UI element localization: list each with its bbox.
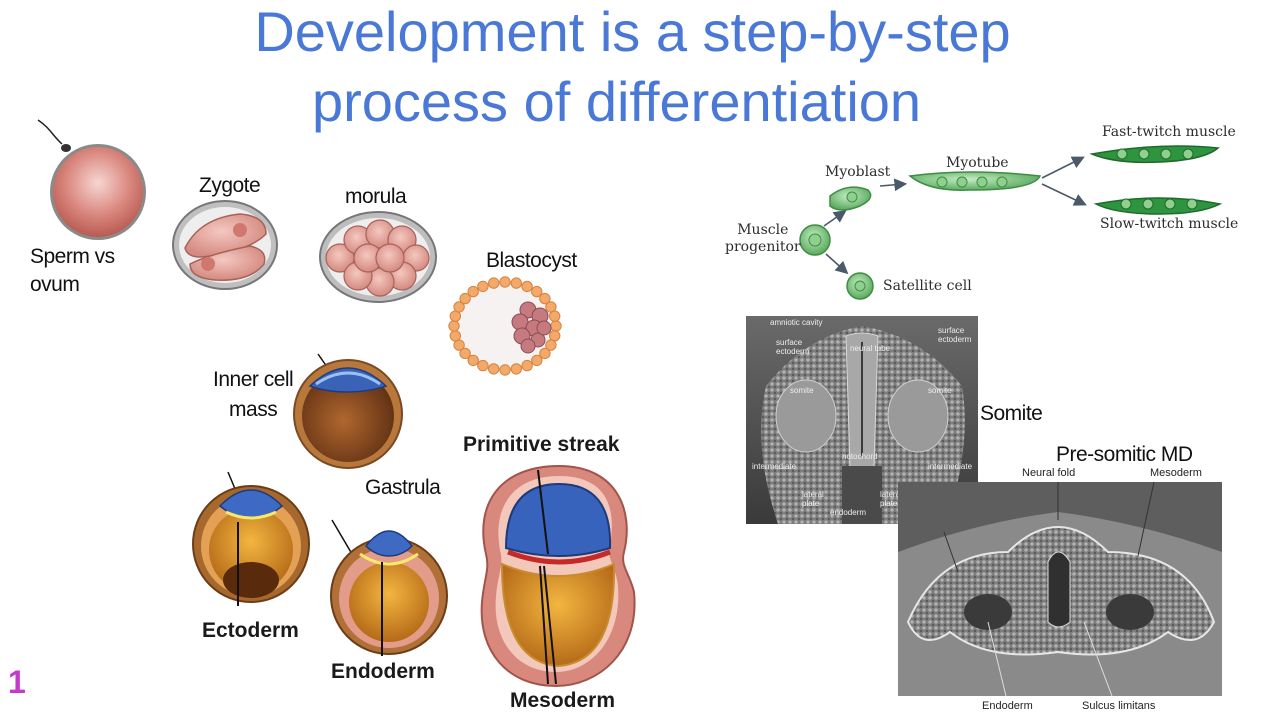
trophoblast-cell (499, 364, 511, 376)
trophoblast-cell (531, 285, 543, 298)
trophoblast-cell (510, 363, 523, 375)
trophoblast-cell (499, 276, 511, 288)
sem-intermediate-right: intermediate (928, 462, 973, 471)
trophoblast-cell (521, 359, 533, 372)
sem-surface-ectoderm-right: surface ectoderm (938, 326, 971, 344)
gastrula-middle-illustration (330, 519, 448, 656)
sem-neural-tube: neural tube (850, 344, 891, 353)
trophoblast-cell (467, 354, 479, 367)
sem-surface-ectoderm-left: surface ectoderm (776, 338, 809, 356)
trophoblast-cell (459, 292, 471, 305)
sperm-ovum-illustration (37, 119, 146, 240)
inner-cell-mass-illustration (293, 353, 403, 469)
trophoblast-cell (549, 310, 561, 322)
trophoblast-cell (521, 280, 533, 293)
trophoblast-cell (545, 339, 557, 351)
somite-micrograph (746, 316, 978, 524)
inner-cell-mass-label-line-1: Inner cell (213, 368, 294, 391)
sem-notochord: notochord (842, 452, 878, 461)
blastocyst-illustration (448, 276, 562, 376)
sem-surface-ectoderm-left-line-1: surface (776, 338, 803, 347)
mesoderm-label: Mesoderm (510, 689, 616, 712)
inner-cell-mass-label-line-2: mass (229, 398, 278, 421)
trophoblast-cell (531, 354, 543, 367)
sem-neural-fold: Neural fold (1022, 467, 1076, 479)
sem-surface-ectoderm-left-line-2: ectoderm (776, 347, 810, 356)
ectoderm-label: Ectoderm (202, 619, 299, 642)
sem-sulcus-limitans: Sulcus limitans (1082, 700, 1156, 712)
trophoblast-cell (539, 292, 551, 305)
slow-twitch-label: Slow-twitch muscle (1100, 216, 1239, 232)
slide-title-line-2: process of differentiation (311, 70, 922, 133)
sperm-ovum-label: Sperm vs ovum (30, 243, 115, 299)
sem-surface-ectoderm-right-line-2: ectoderm (938, 335, 972, 344)
fast-twitch-label: Fast-twitch muscle (1102, 124, 1236, 140)
gastrula-left-illustration (192, 471, 310, 606)
sem-lateral-plate-left: lateral plate (802, 490, 824, 508)
sem-lateral-plate-right-line-1: lateral (880, 490, 902, 499)
morula-label: morula (345, 185, 407, 208)
sem-amniotic-cavity: amniotic cavity (770, 318, 823, 327)
satellite-cell-label: Satellite cell (883, 278, 972, 294)
sem-lateral-plate-right: lateral plate (880, 490, 902, 508)
neural-fold-micrograph (898, 481, 1222, 697)
pre-somitic-md-callout: Pre-somitic MD (1056, 443, 1193, 466)
sem-lateral-plate-left-line-1: lateral (802, 490, 824, 499)
morula-illustration (319, 211, 437, 303)
sem-surface-ectoderm-right-line-1: surface (938, 326, 965, 335)
page-number: 1 (8, 664, 26, 700)
sem-lateral-plate-right-line-2: plate (880, 499, 898, 508)
inner-cell-mass-label: Inner cell mass (213, 365, 294, 425)
trophoblast-cell (449, 330, 461, 342)
trophoblast-cell (477, 280, 489, 293)
blastocyst-label: Blastocyst (486, 249, 577, 272)
zygote-illustration (172, 200, 278, 290)
trophoblast-cell (448, 320, 460, 332)
trophoblast-cell (488, 363, 500, 375)
trophoblast-cell (477, 359, 489, 372)
sem-somite-right: somite (928, 386, 952, 395)
sem-lateral-plate-left-line-2: plate (802, 499, 820, 508)
primitive-streak-illustration (480, 464, 636, 688)
gastrula-label: Gastrula (365, 476, 441, 499)
sem-somite-left: somite (790, 386, 814, 395)
sem-intermediate-left: intermediate (752, 462, 797, 471)
trophoblast-cell (550, 320, 562, 332)
trophoblast-cell (467, 285, 479, 298)
sem-endoderm-bottom: Endoderm (982, 700, 1033, 712)
muscle-progenitor-label-line-2: progenitor (725, 239, 801, 255)
slide-title-line-1: Development is a step-by-step (254, 0, 1011, 63)
sem-mesoderm: Mesoderm (1150, 467, 1202, 479)
myotube-label: Myotube (946, 155, 1009, 171)
primitive-streak-label: Primitive streak (463, 433, 620, 456)
muscle-lineage-diagram (799, 145, 1223, 300)
sperm-ovum-label-line-1: Sperm vs (30, 245, 115, 268)
myoblast-label: Myoblast (825, 164, 891, 180)
zygote-label: Zygote (199, 174, 261, 197)
trophoblast-cell (459, 347, 471, 360)
muscle-progenitor-label: Muscle progenitor (725, 222, 801, 256)
trophoblast-cell (488, 277, 500, 289)
trophoblast-cell (453, 301, 465, 313)
trophoblast-cell (539, 347, 551, 360)
sperm-ovum-label-line-2: ovum (30, 273, 80, 296)
sem-endoderm: endoderm (830, 508, 867, 517)
endoderm-label: Endoderm (331, 660, 435, 683)
muscle-progenitor-label-line-1: Muscle (737, 222, 789, 238)
somite-callout: Somite (980, 402, 1043, 425)
trophoblast-cell (510, 277, 523, 289)
